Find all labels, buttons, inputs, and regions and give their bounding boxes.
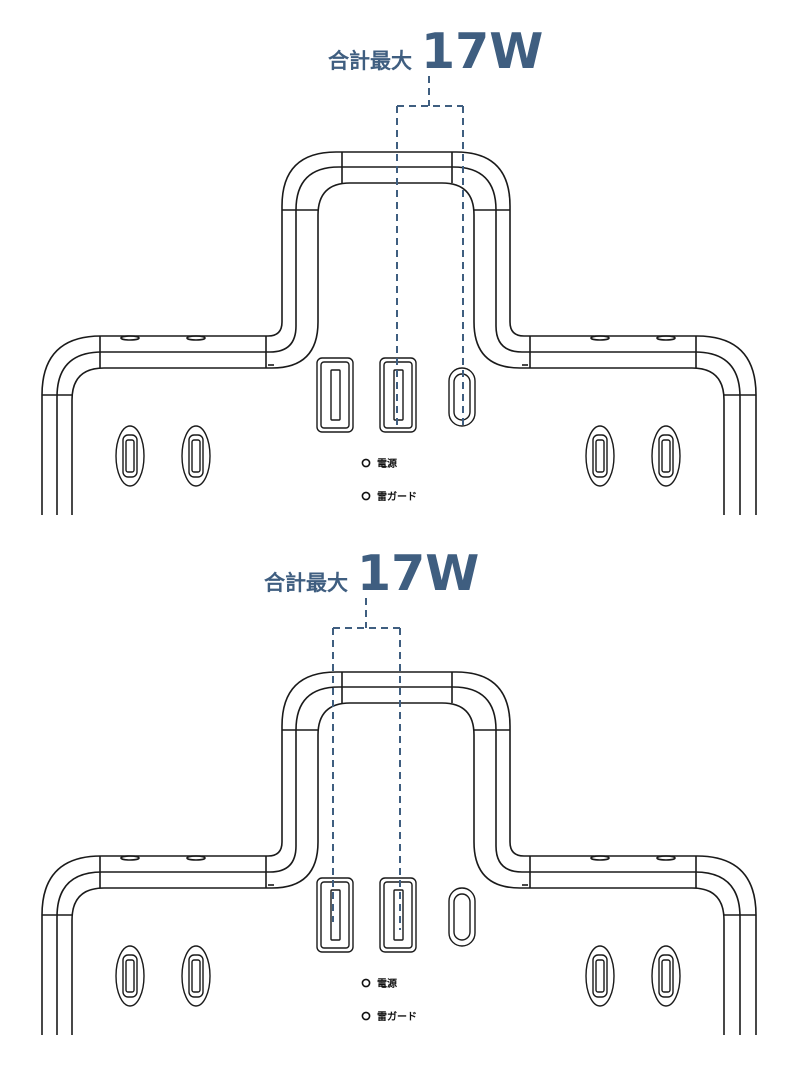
- ac-outlet: [181, 945, 211, 1007]
- usb-c-port: [448, 887, 476, 947]
- power-strip-diagram: 電源 雷ガード 合計最大 17W: [41, 23, 757, 515]
- ac-outlet: [115, 945, 145, 1007]
- usb-a-port: [316, 877, 354, 953]
- usb-ports: [316, 357, 476, 433]
- ac-outlets-left: [115, 945, 211, 1007]
- diagram-panel-bottom: 電源 雷ガード 合計最大 17W: [0, 520, 800, 1040]
- power-strip-outline: [41, 671, 757, 1035]
- indicator-surge: 雷ガード: [361, 490, 417, 503]
- indicator-surge: 雷ガード: [361, 1010, 417, 1023]
- power-callout-bracket: [332, 598, 401, 930]
- led-icon: [361, 1011, 371, 1021]
- led-icon: [361, 491, 371, 501]
- usb-ports: [316, 877, 476, 953]
- power-label-prefix: 合計最大: [264, 571, 348, 595]
- power-callout-bracket: [396, 76, 464, 428]
- ac-outlet: [115, 425, 145, 487]
- ac-outlet: [651, 945, 681, 1007]
- power-strip-outline: [41, 151, 757, 515]
- indicator-label: 雷ガード: [377, 1010, 417, 1023]
- indicator-power: 電源: [361, 977, 397, 990]
- indicator-label: 電源: [377, 977, 397, 990]
- ac-outlets-left: [115, 425, 211, 487]
- ac-outlets-right: [585, 945, 681, 1007]
- indicator-power: 電源: [361, 457, 397, 470]
- usb-a-port: [379, 877, 417, 953]
- power-strip-diagram: 電源 雷ガード 合計最大 17W: [41, 545, 757, 1035]
- ac-outlet: [181, 425, 211, 487]
- usb-a-port: [316, 357, 354, 433]
- power-label-value: 17W: [421, 23, 543, 80]
- led-icon: [361, 978, 371, 988]
- ac-outlets-right: [585, 425, 681, 487]
- ac-outlet: [585, 945, 615, 1007]
- led-icon: [361, 458, 371, 468]
- power-label-value: 17W: [357, 545, 479, 602]
- power-label-prefix: 合計最大: [328, 49, 412, 73]
- indicator-label: 電源: [377, 457, 397, 470]
- diagram-panel-top: 電源 雷ガード 合計最大 17W: [0, 0, 800, 520]
- indicator-label: 雷ガード: [377, 490, 417, 503]
- ac-outlet: [651, 425, 681, 487]
- ac-outlet: [585, 425, 615, 487]
